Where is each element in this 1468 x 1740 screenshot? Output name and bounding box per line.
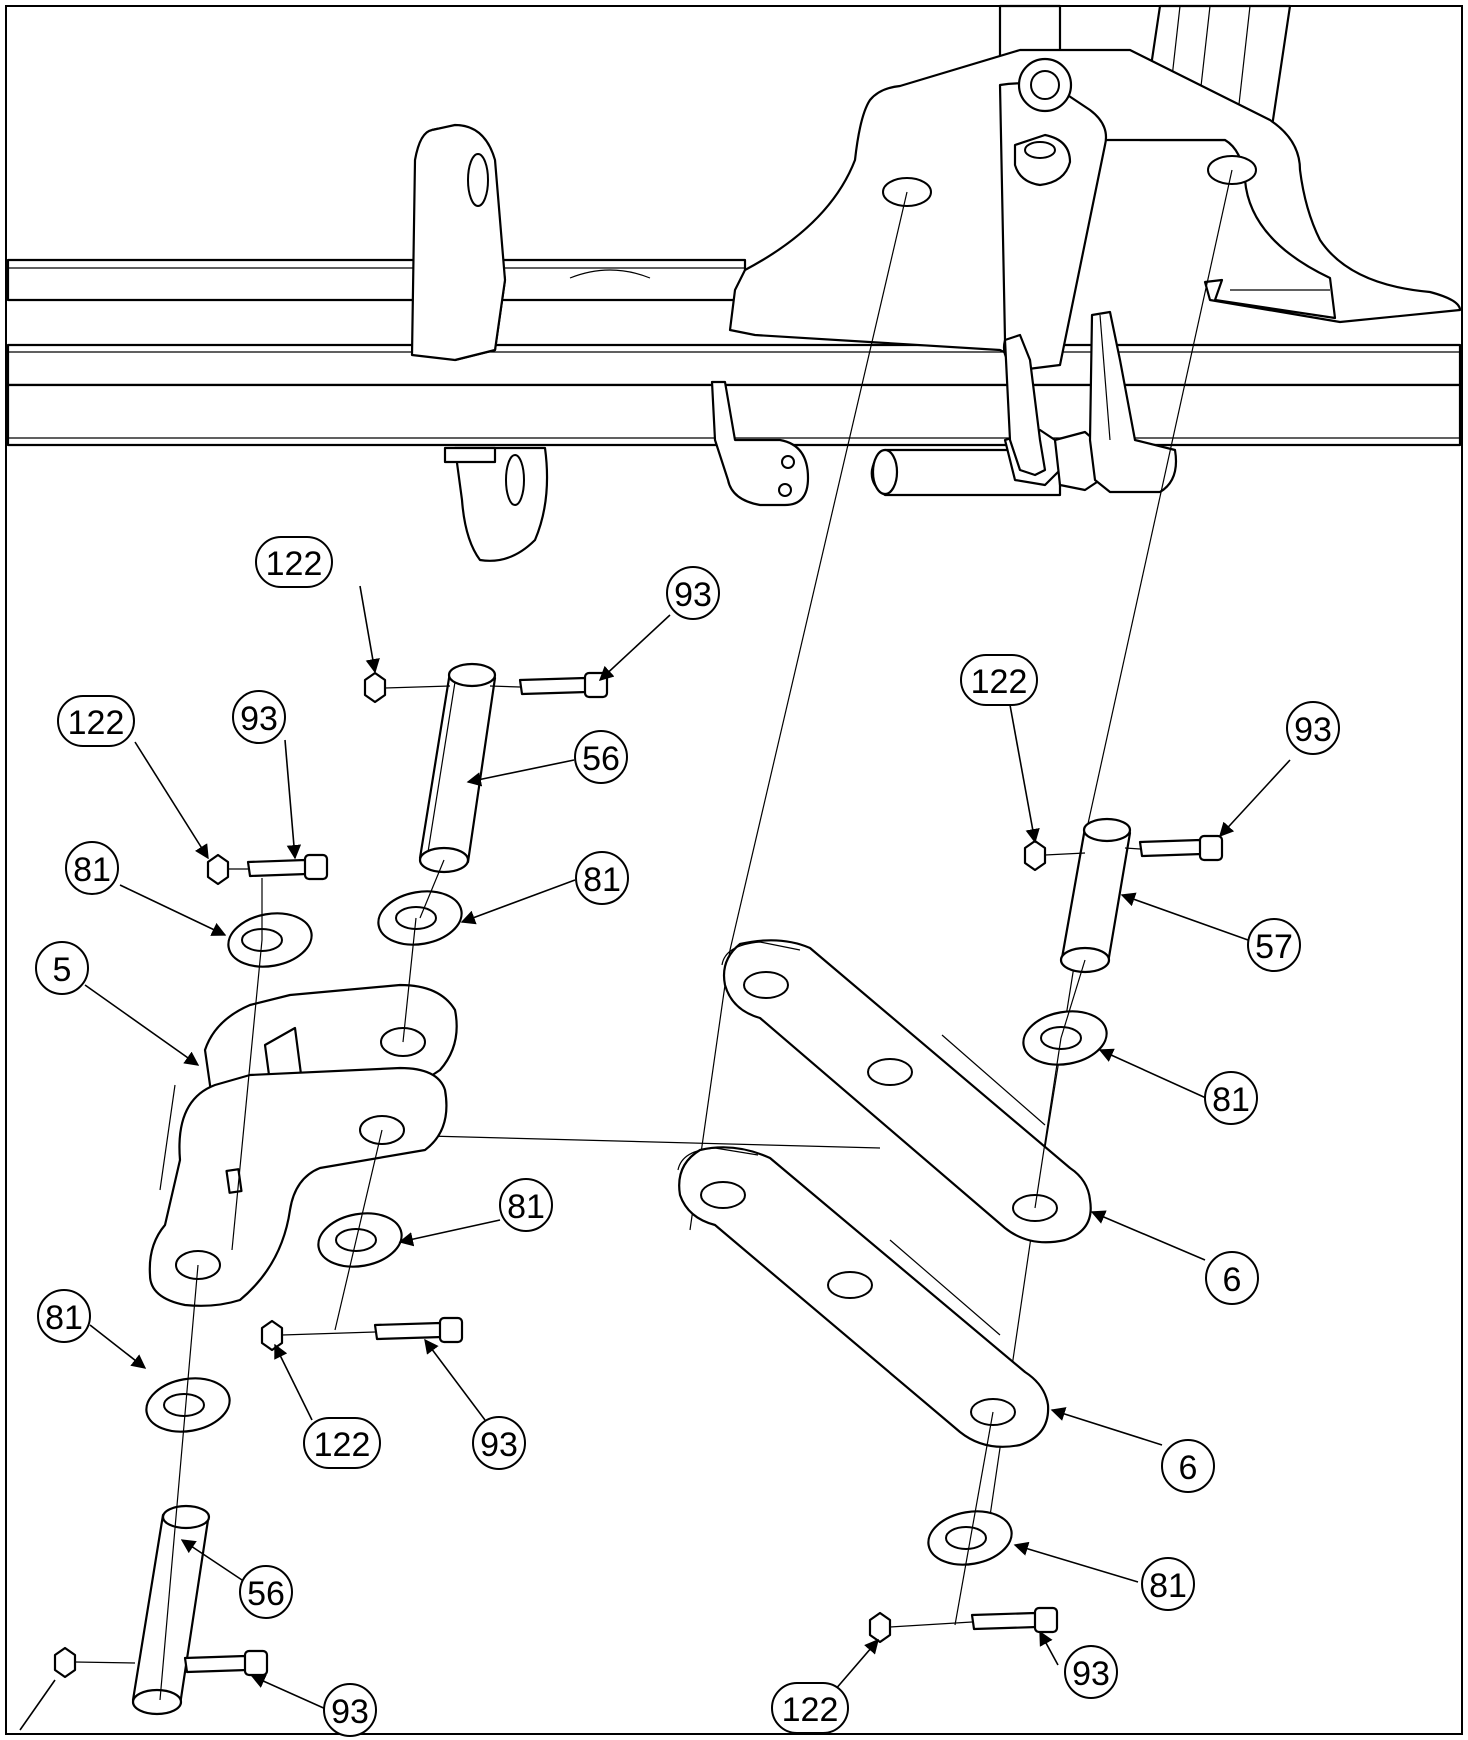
svg-text:81: 81 [1149, 1567, 1187, 1605]
callout-leaders [19, 585, 1291, 1731]
washer-81-e [1022, 1010, 1108, 1066]
nut-122-f [868, 1611, 973, 1644]
svg-text:5: 5 [53, 951, 72, 989]
svg-text:122: 122 [782, 1691, 839, 1729]
beam-bracket-upper [410, 123, 507, 362]
washer-81-c [317, 1212, 403, 1268]
link-bracket-5 [148, 983, 458, 1307]
callout-56-b: 56 [239, 1565, 293, 1619]
nut-122-d [260, 1319, 376, 1352]
callout-122-d: 122 [303, 1417, 381, 1469]
nut-122-e [53, 1646, 136, 1679]
svg-text:81: 81 [1212, 1081, 1250, 1119]
svg-text:93: 93 [240, 700, 278, 738]
svg-text:6: 6 [1179, 1449, 1198, 1487]
svg-text:57: 57 [1255, 928, 1293, 966]
callout-5: 5 [35, 941, 89, 995]
svg-text:56: 56 [582, 740, 620, 778]
bolt-93-c [1124, 834, 1224, 862]
bolt-93-f [970, 1606, 1059, 1634]
callout-93-f: 93 [1064, 1645, 1118, 1699]
callout-81-c: 81 [1204, 1071, 1258, 1125]
svg-text:93: 93 [331, 1693, 369, 1731]
svg-text:81: 81 [583, 861, 621, 899]
link-plate-upper [721, 939, 1092, 1244]
svg-text:81: 81 [73, 851, 111, 889]
svg-text:93: 93 [1072, 1655, 1110, 1693]
pin-57 [1059, 817, 1132, 974]
washer-81-d [145, 1377, 231, 1433]
svg-text:122: 122 [68, 704, 125, 742]
beam-tab-plate [710, 380, 810, 507]
callout-122-b: 122 [57, 695, 135, 747]
bolt-93-b [246, 853, 329, 881]
svg-text:93: 93 [674, 576, 712, 614]
pin-56-lower [131, 1504, 211, 1716]
svg-text:81: 81 [45, 1299, 83, 1337]
washer-81-a [227, 912, 313, 968]
svg-text:93: 93 [1294, 711, 1332, 749]
callout-81-e: 81 [37, 1289, 91, 1343]
svg-text:122: 122 [971, 663, 1028, 701]
svg-text:6: 6 [1223, 1261, 1242, 1299]
callout-122-e: 122 [771, 1682, 849, 1734]
assembly-lines-short [159, 859, 1086, 1701]
callout-57: 57 [1247, 918, 1301, 972]
svg-text:56: 56 [247, 1575, 285, 1613]
callout-56-a: 56 [574, 730, 628, 784]
frame-beam [6, 258, 1462, 447]
callout-81-b: 81 [575, 851, 629, 905]
pivot-mount-plate [728, 4, 1462, 372]
svg-text:122: 122 [314, 1426, 371, 1464]
beam-bracket-lower [443, 446, 549, 562]
callout-81-d: 81 [499, 1178, 553, 1232]
callout-balloons: 122 93 122 93 56 81 81 5 [35, 536, 1340, 1737]
callout-6-b: 6 [1161, 1439, 1215, 1493]
callout-122-c: 122 [960, 654, 1038, 706]
svg-text:122: 122 [266, 545, 323, 583]
bolt-93-a [489, 671, 609, 699]
side-bracket-plates [1003, 310, 1178, 494]
callout-93-b: 93 [232, 690, 286, 744]
callout-93-d: 93 [472, 1416, 526, 1470]
bolt-93-e [183, 1649, 269, 1677]
callout-93-a: 93 [666, 566, 720, 620]
svg-text:93: 93 [480, 1426, 518, 1464]
callout-93-c: 93 [1286, 701, 1340, 755]
drawing-border [5, 5, 1463, 1735]
callout-81-f: 81 [1141, 1557, 1195, 1611]
svg-text:81: 81 [507, 1188, 545, 1226]
nut-122-b [206, 853, 248, 886]
nut-122-a [363, 671, 451, 704]
callout-93-e: 93 [323, 1683, 377, 1737]
callout-6-a: 6 [1205, 1251, 1259, 1305]
callout-81-a: 81 [65, 841, 119, 895]
bolt-93-d [373, 1316, 464, 1344]
callout-122-a: 122 [255, 536, 333, 588]
nut-122-c [1023, 839, 1086, 872]
pin-56-upper [418, 662, 497, 874]
